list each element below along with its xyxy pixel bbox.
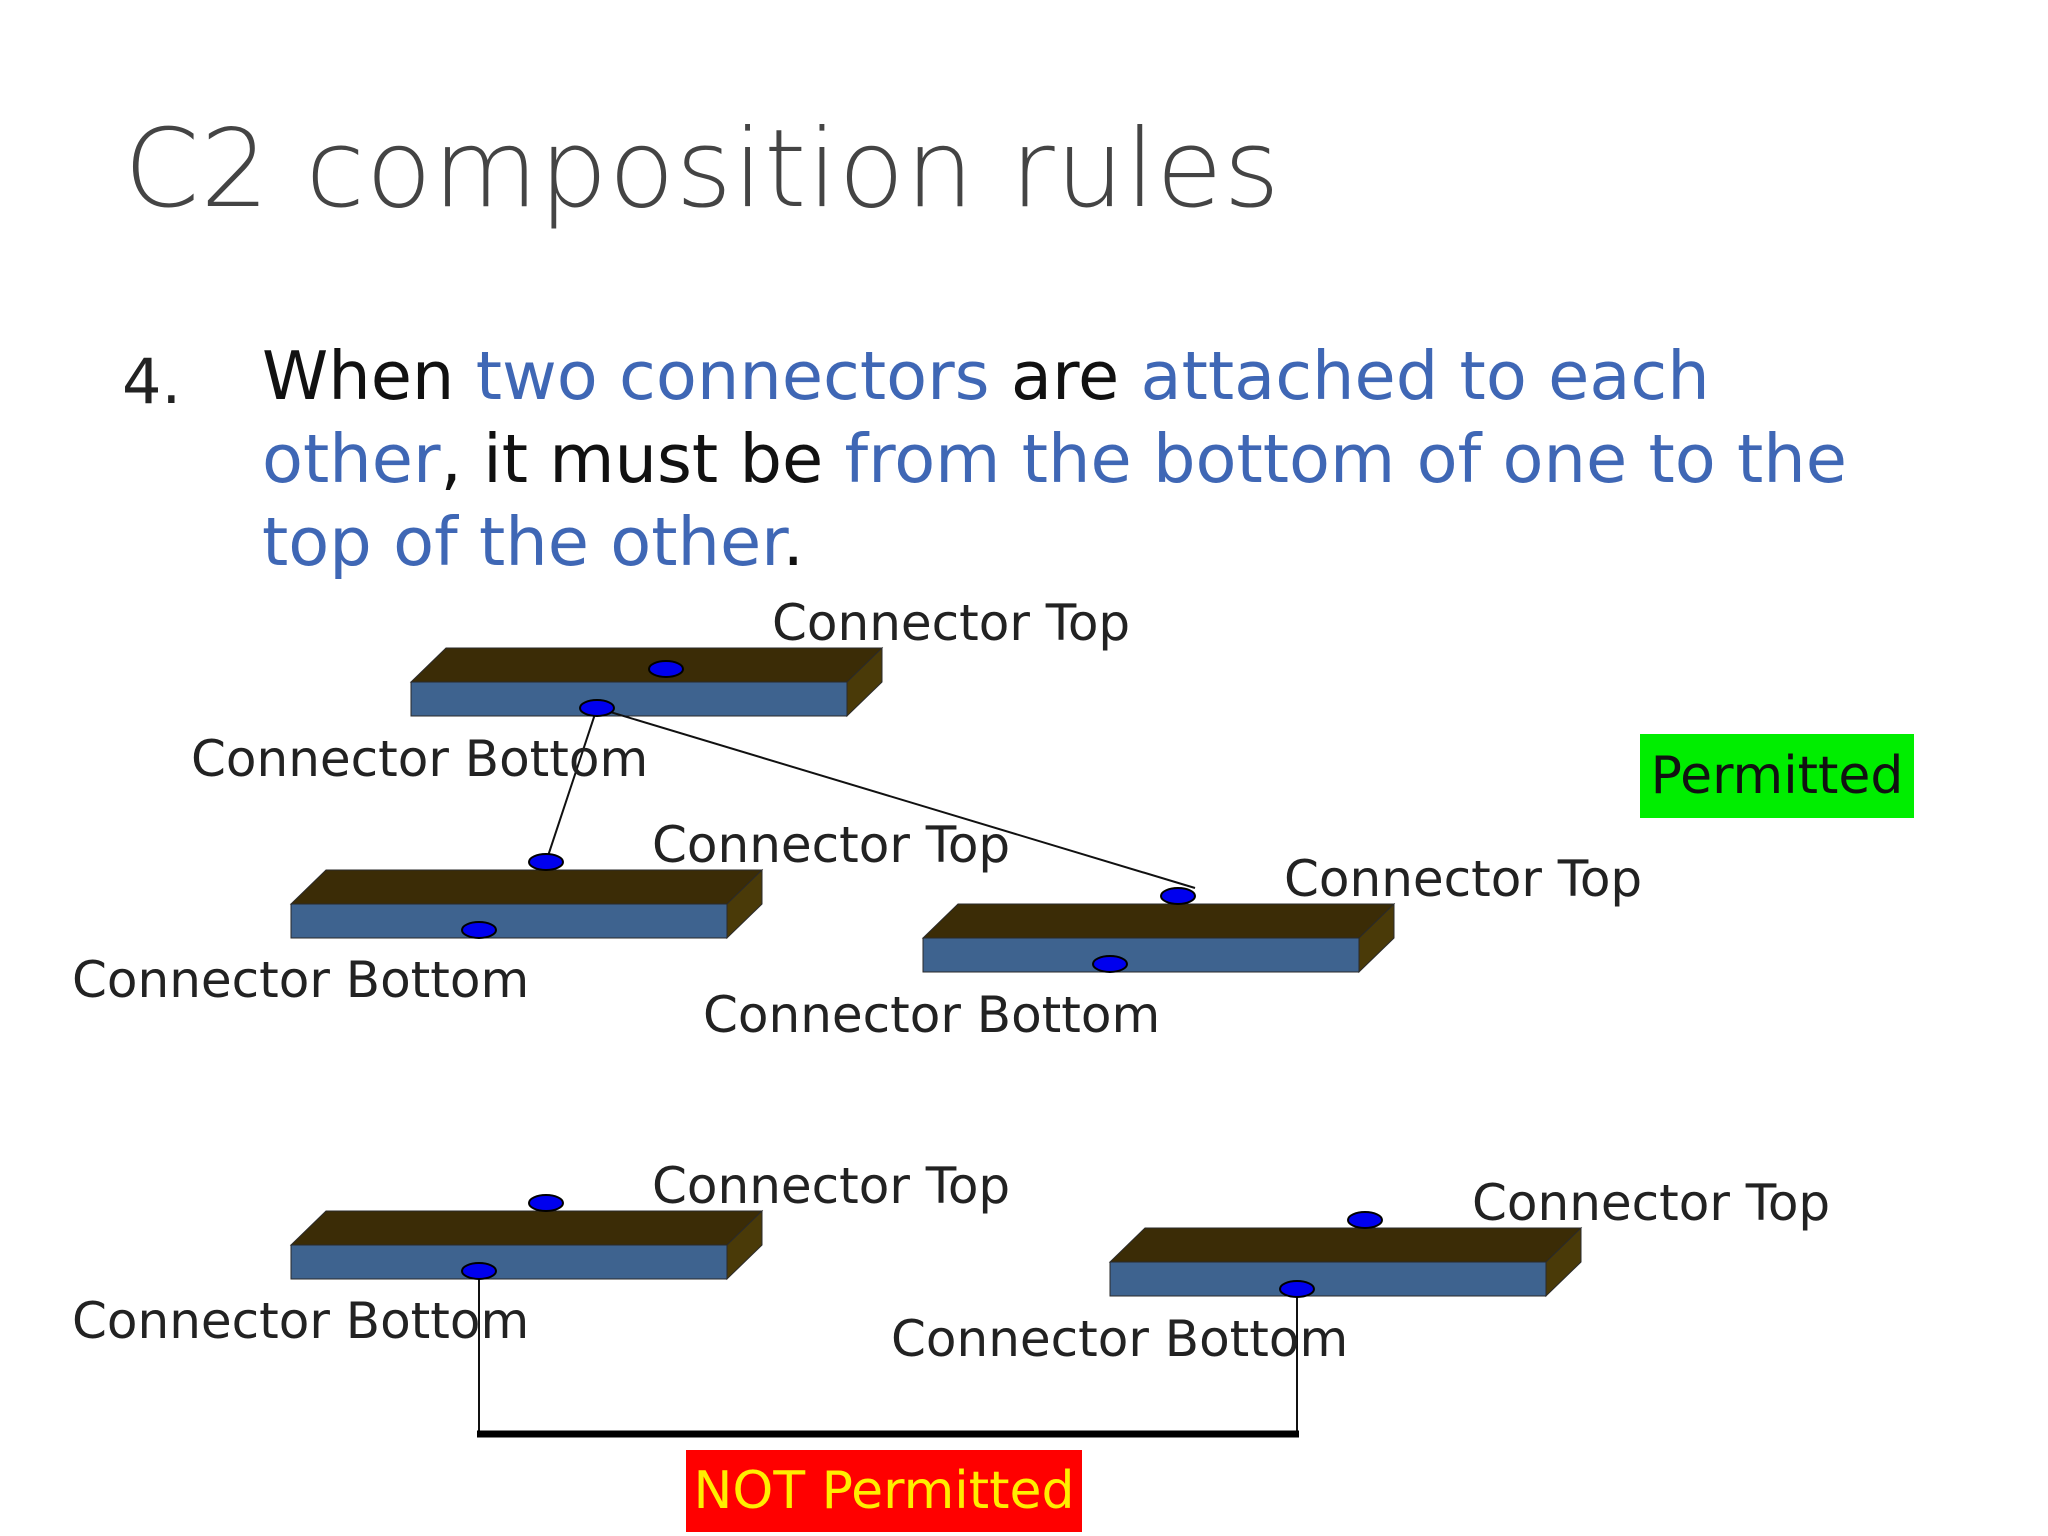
permitted-link-right xyxy=(596,707,1196,889)
connector-block xyxy=(289,868,764,940)
connector-top-port xyxy=(648,660,684,678)
connector-bottom-port xyxy=(1092,955,1128,973)
connector-top-face xyxy=(1108,1227,1583,1263)
slide-title: C2 composition rules xyxy=(124,107,1281,232)
rule-text-segment: When xyxy=(262,337,476,415)
rule-text-highlight: attached to each other xyxy=(262,337,1710,498)
rule-text-highlight: two connectors xyxy=(475,337,990,415)
connector-front-face xyxy=(1109,1261,1547,1297)
connector-bottom-port xyxy=(1279,1280,1315,1298)
rule-text-highlight: from the bottom of one to the top of the… xyxy=(262,420,1847,581)
connector-front-face xyxy=(410,681,848,717)
connector-top-face xyxy=(409,647,884,683)
connector-top-port xyxy=(1160,887,1196,905)
connector-top-face xyxy=(289,869,764,905)
permitted-badge: Permitted xyxy=(1640,734,1914,818)
connector-top-label: Connector Top xyxy=(1472,1174,1831,1232)
connector-bottom-label: Connector Bottom xyxy=(72,1292,530,1350)
connector-top-port xyxy=(528,853,564,871)
connector-block xyxy=(409,646,884,718)
connector-block xyxy=(921,902,1396,974)
connector-front-face xyxy=(922,937,1360,973)
connector-bottom-port xyxy=(461,921,497,939)
connector-bottom-port xyxy=(461,1262,497,1280)
rule-number: 4. xyxy=(122,345,182,418)
connector-top-face xyxy=(289,1210,764,1246)
connector-top-label: Connector Top xyxy=(652,1157,1011,1215)
connector-top-face xyxy=(921,903,1396,939)
connector-top-port xyxy=(1347,1211,1383,1229)
connector-bottom-label: Connector Bottom xyxy=(891,1310,1349,1368)
connector-bottom-port xyxy=(579,699,615,717)
connector-block xyxy=(1108,1226,1583,1298)
connector-top-port xyxy=(528,1194,564,1212)
connector-bottom-label: Connector Bottom xyxy=(191,730,649,788)
connector-top-label: Connector Top xyxy=(1284,850,1643,908)
connector-bottom-label: Connector Bottom xyxy=(703,986,1161,1044)
not-permitted-badge: NOT Permitted xyxy=(686,1450,1082,1532)
rule-text-segment: , it must be xyxy=(440,420,845,498)
rule-text-segment: are xyxy=(989,337,1141,415)
permitted-link-left xyxy=(545,707,598,863)
connector-top-label: Connector Top xyxy=(772,594,1131,652)
connector-block xyxy=(289,1209,764,1281)
rule-text: When two connectors are attached to each… xyxy=(262,335,1922,584)
rule-text-segment: . xyxy=(782,503,804,581)
connector-top-label: Connector Top xyxy=(652,816,1011,874)
connector-front-face xyxy=(290,1244,728,1280)
connector-bottom-label: Connector Bottom xyxy=(72,951,530,1009)
connector-front-face xyxy=(290,903,728,939)
